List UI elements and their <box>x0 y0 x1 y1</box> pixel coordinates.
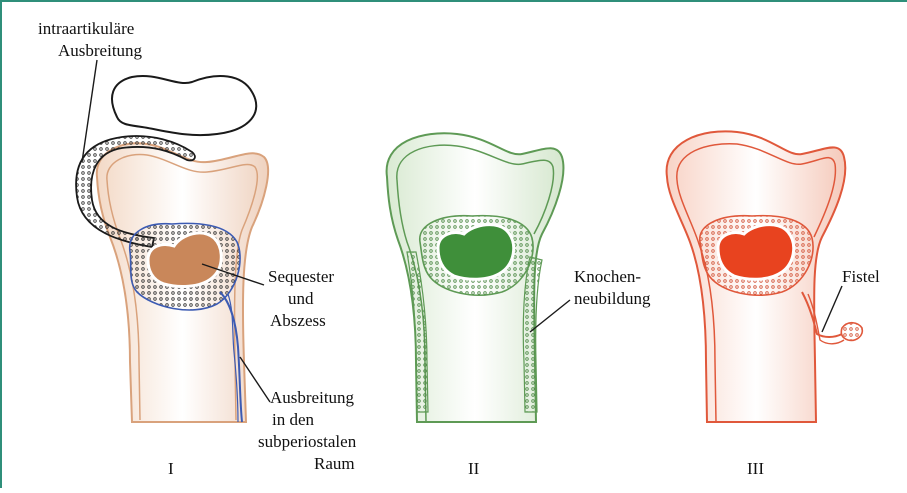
label-sequester-1: Sequester <box>268 267 334 286</box>
stage-3-abscess <box>718 225 794 280</box>
label-spread-2: in den <box>272 410 315 429</box>
stage-1-bone <box>76 60 270 422</box>
label-fistula: Fistel <box>842 267 880 286</box>
stage-2-new-bone-right <box>523 257 542 412</box>
stage-label-2: II <box>468 459 480 478</box>
stage-3-fistula-opening <box>841 323 862 341</box>
stage-label-1: I <box>168 459 174 478</box>
label-spread-3: subperiostalen <box>258 432 357 451</box>
label-spread-4: Raum <box>314 454 355 473</box>
label-new-bone-2: neubildung <box>574 289 651 308</box>
stage-3-bone <box>667 131 863 422</box>
stage-3-leader-fistula <box>822 286 842 332</box>
label-spread-1: Ausbreitung <box>270 388 355 407</box>
label-new-bone-1: Knochen- <box>574 267 641 286</box>
label-sequester-3: Abszess <box>270 311 326 330</box>
stage-1-condyle <box>112 76 256 135</box>
label-sequester-2: und <box>288 289 314 308</box>
stage-label-3: III <box>747 459 764 478</box>
stage-2-bone <box>387 133 570 422</box>
label-intraarticular-1: intraartikuläre <box>38 19 134 38</box>
label-intraarticular-2: Ausbreitung <box>58 41 143 60</box>
stage-2-abscess <box>438 225 514 280</box>
